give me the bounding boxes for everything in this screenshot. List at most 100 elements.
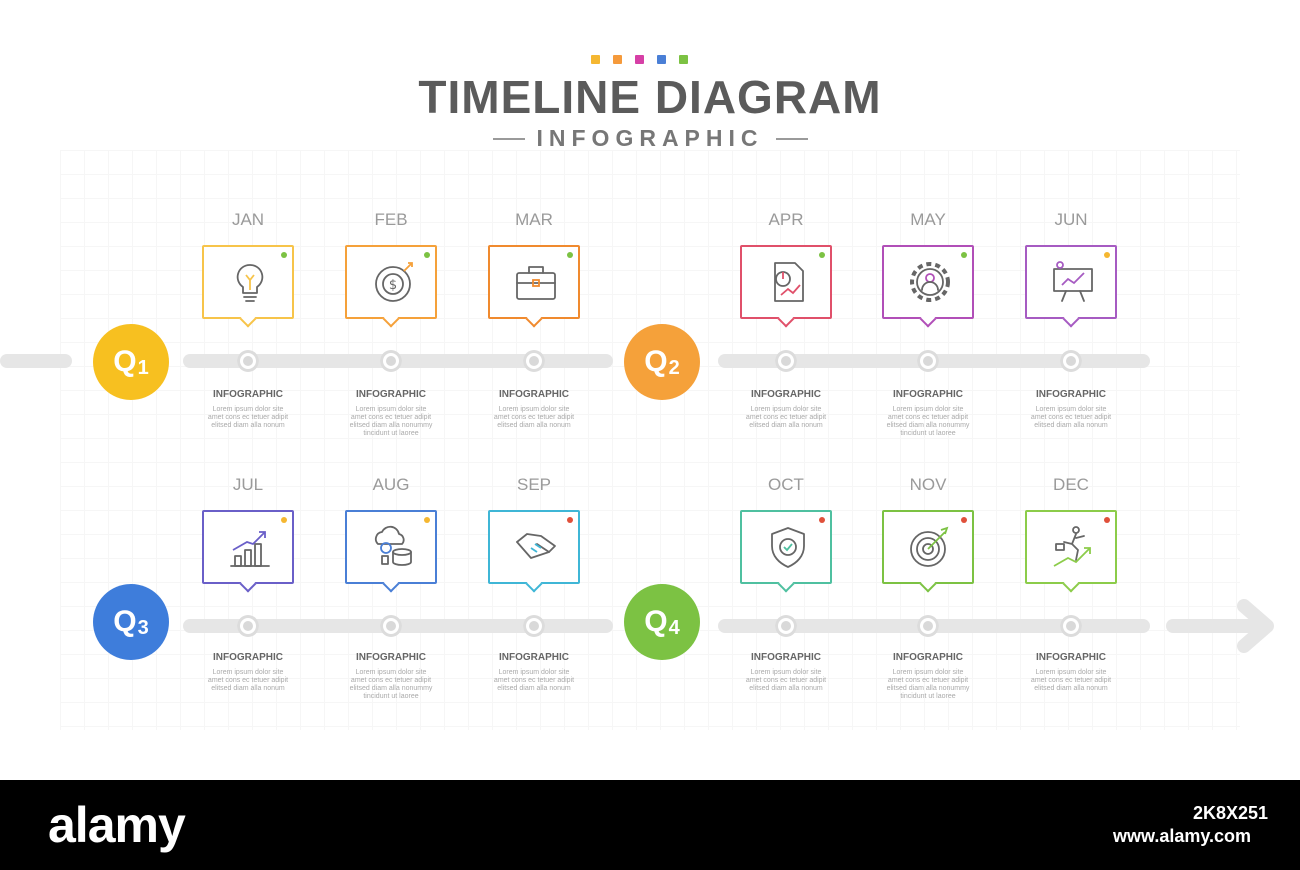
subtitle-divider (492, 137, 525, 140)
timeline-node (1060, 615, 1082, 637)
description-line: elitsed diam alla nonummy (886, 685, 970, 692)
description-line: elitsed diam alla nonum (211, 685, 285, 692)
status-dot (1104, 252, 1110, 258)
month-label: INFOGRAPHIC (1036, 389, 1106, 400)
timeline-node (917, 615, 939, 637)
description-line: elitsed diam alla nonummy (349, 422, 433, 429)
quarter-letter: Q (113, 345, 137, 378)
month-label: INFOGRAPHIC (356, 652, 426, 663)
month-card-sep (488, 510, 580, 584)
month-label: INFOGRAPHIC (893, 652, 963, 663)
status-dot (819, 517, 825, 523)
color-dot (613, 55, 622, 64)
month-label: INFOGRAPHIC (213, 389, 283, 400)
status-dot (424, 252, 430, 258)
timeline-node (380, 350, 402, 372)
image-id: 2K8X251 (1193, 803, 1269, 823)
month-card-jul (202, 510, 294, 584)
quarter-number: 2 (668, 356, 680, 379)
description-line: amet cons ec tetuer adipit (350, 414, 432, 421)
timeline-node (775, 615, 797, 637)
color-dot (679, 55, 688, 64)
description-line: elitsed diam alla nonum (497, 685, 571, 692)
description-line: amet cons ec tetuer adipit (887, 414, 969, 421)
status-dot (961, 517, 967, 523)
timeline-track (0, 354, 72, 368)
stock-footer (0, 780, 1300, 870)
month-name: APR (768, 210, 804, 229)
month-card-jan (202, 245, 294, 319)
month-name: FEB (374, 210, 408, 229)
status-dot (281, 517, 287, 523)
description-line: amet cons ec tetuer adipit (493, 677, 575, 684)
description-line: amet cons ec tetuer adipit (745, 414, 827, 421)
description-line: Lorem ipsum dolor site (212, 669, 284, 676)
description-line: elitsed diam alla nonummy (886, 422, 970, 429)
month-name: JUN (1054, 210, 1088, 229)
description-line: amet cons ec tetuer adipit (207, 414, 289, 421)
page-title: TIMELINE DIAGRAM (418, 71, 882, 123)
description-line: elitsed diam alla nonum (749, 685, 823, 692)
timeline-node (380, 615, 402, 637)
header-color-dots (591, 55, 688, 64)
month-label: INFOGRAPHIC (1036, 652, 1106, 663)
month-card-aug (345, 510, 437, 584)
month-label: INFOGRAPHIC (499, 652, 569, 663)
description-line: Lorem ipsum dolor site (498, 669, 570, 676)
timeline-node (523, 350, 545, 372)
color-dot (657, 55, 666, 64)
target-arrow-icon (910, 526, 949, 567)
presentation-board-icon (1053, 261, 1093, 302)
description-line: Lorem ipsum dolor site (355, 669, 427, 676)
month-name: NOV (909, 475, 947, 494)
month-label: INFOGRAPHIC (751, 389, 821, 400)
month-card-dec (1025, 510, 1117, 584)
report-chart-icon (774, 262, 804, 302)
description-line: elitsed diam alla nonum (749, 422, 823, 429)
lightbulb-icon (236, 264, 264, 302)
month-label: INFOGRAPHIC (893, 389, 963, 400)
status-dot (281, 252, 287, 258)
timeline-node (917, 350, 939, 372)
page-subtitle: INFOGRAPHIC (536, 125, 764, 151)
month-card-oct (740, 510, 832, 584)
month-card-jun (1025, 245, 1117, 319)
subtitle-divider (775, 137, 808, 140)
status-dot (567, 252, 573, 258)
briefcase-icon (516, 266, 556, 300)
timeline-node (523, 615, 545, 637)
timeline-node (1060, 350, 1082, 372)
timeline-node (237, 615, 259, 637)
description-line: elitsed diam alla nonum (211, 422, 285, 429)
site-url: www.alamy.com (1113, 826, 1252, 846)
month-name: JUL (232, 475, 264, 494)
description-line: amet cons ec tetuer adipit (493, 414, 575, 421)
month-label: INFOGRAPHIC (751, 652, 821, 663)
status-dot (567, 517, 573, 523)
description-line: amet cons ec tetuer adipit (887, 677, 969, 684)
month-card-mar (488, 245, 580, 319)
timeline-node (775, 350, 797, 372)
description-line: elitsed diam alla nonum (1034, 685, 1108, 692)
handshake-icon (516, 533, 556, 559)
description-line: elitsed diam alla nonum (497, 422, 571, 429)
status-dot (1104, 517, 1110, 523)
description-line: Lorem ipsum dolor site (892, 406, 964, 413)
quarter-letter: Q (113, 605, 137, 638)
color-dot (591, 55, 600, 64)
month-label: INFOGRAPHIC (213, 652, 283, 663)
growth-chart-icon (230, 531, 270, 567)
quarter-number: 4 (668, 616, 680, 639)
description-line: Lorem ipsum dolor site (1035, 406, 1107, 413)
description-line: elitsed diam alla nonum (1034, 422, 1108, 429)
